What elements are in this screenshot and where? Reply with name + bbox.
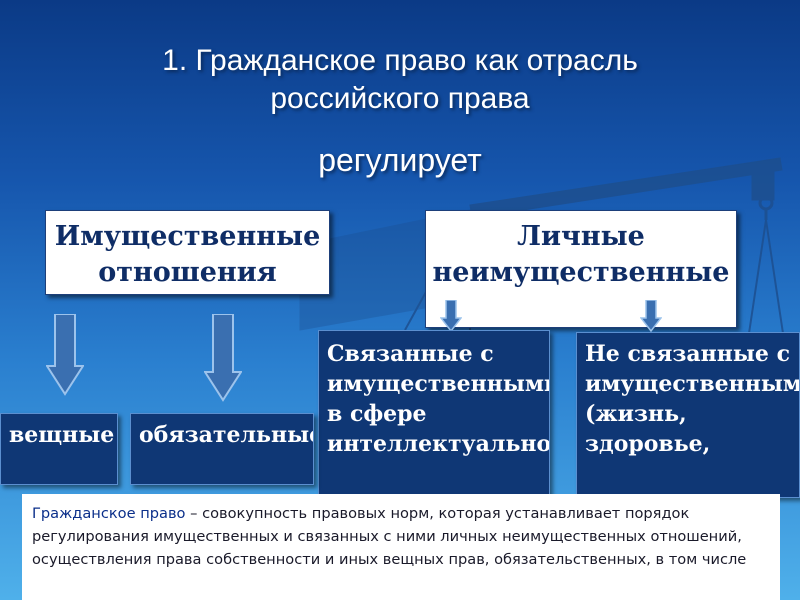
obligation-label: обязательные <box>139 422 314 448</box>
subtitle: регулирует <box>318 142 482 178</box>
arrow-down-icon <box>440 300 462 332</box>
related-box: Связанные с имущественными в сфере интел… <box>318 330 550 498</box>
arrow-down-icon <box>640 300 662 332</box>
arrow-down-icon <box>46 314 84 396</box>
unrelated-label: Не связанные с имущественными (жизнь, зд… <box>585 341 800 457</box>
real-rights-box: вещные <box>0 413 118 485</box>
obligation-box: обязательные <box>130 413 314 485</box>
definition-text: – совокупность правовых норм, которая ус… <box>32 505 747 568</box>
property-relations-label: Имущественные отношения <box>54 221 321 288</box>
definition-box: Гражданское право – совокупность правовы… <box>22 494 780 600</box>
real-rights-label: вещные <box>9 422 115 448</box>
slide-title: 1. Гражданское право как отрасль российс… <box>60 42 740 118</box>
definition-term: Гражданское право <box>32 505 186 522</box>
personal-non-property-box: Личные неимущественные <box>425 210 737 328</box>
property-relations-box: Имущественные отношения <box>45 210 330 295</box>
title-line-2: российского права <box>270 82 530 115</box>
title-line-1: 1. Гражданское право как отрасль <box>162 44 638 77</box>
arrow-down-icon <box>204 314 242 402</box>
personal-non-property-label: Личные неимущественные <box>432 221 730 288</box>
unrelated-box: Не связанные с имущественными (жизнь, зд… <box>576 332 800 498</box>
related-label: Связанные с имущественными в сфере интел… <box>327 341 550 457</box>
